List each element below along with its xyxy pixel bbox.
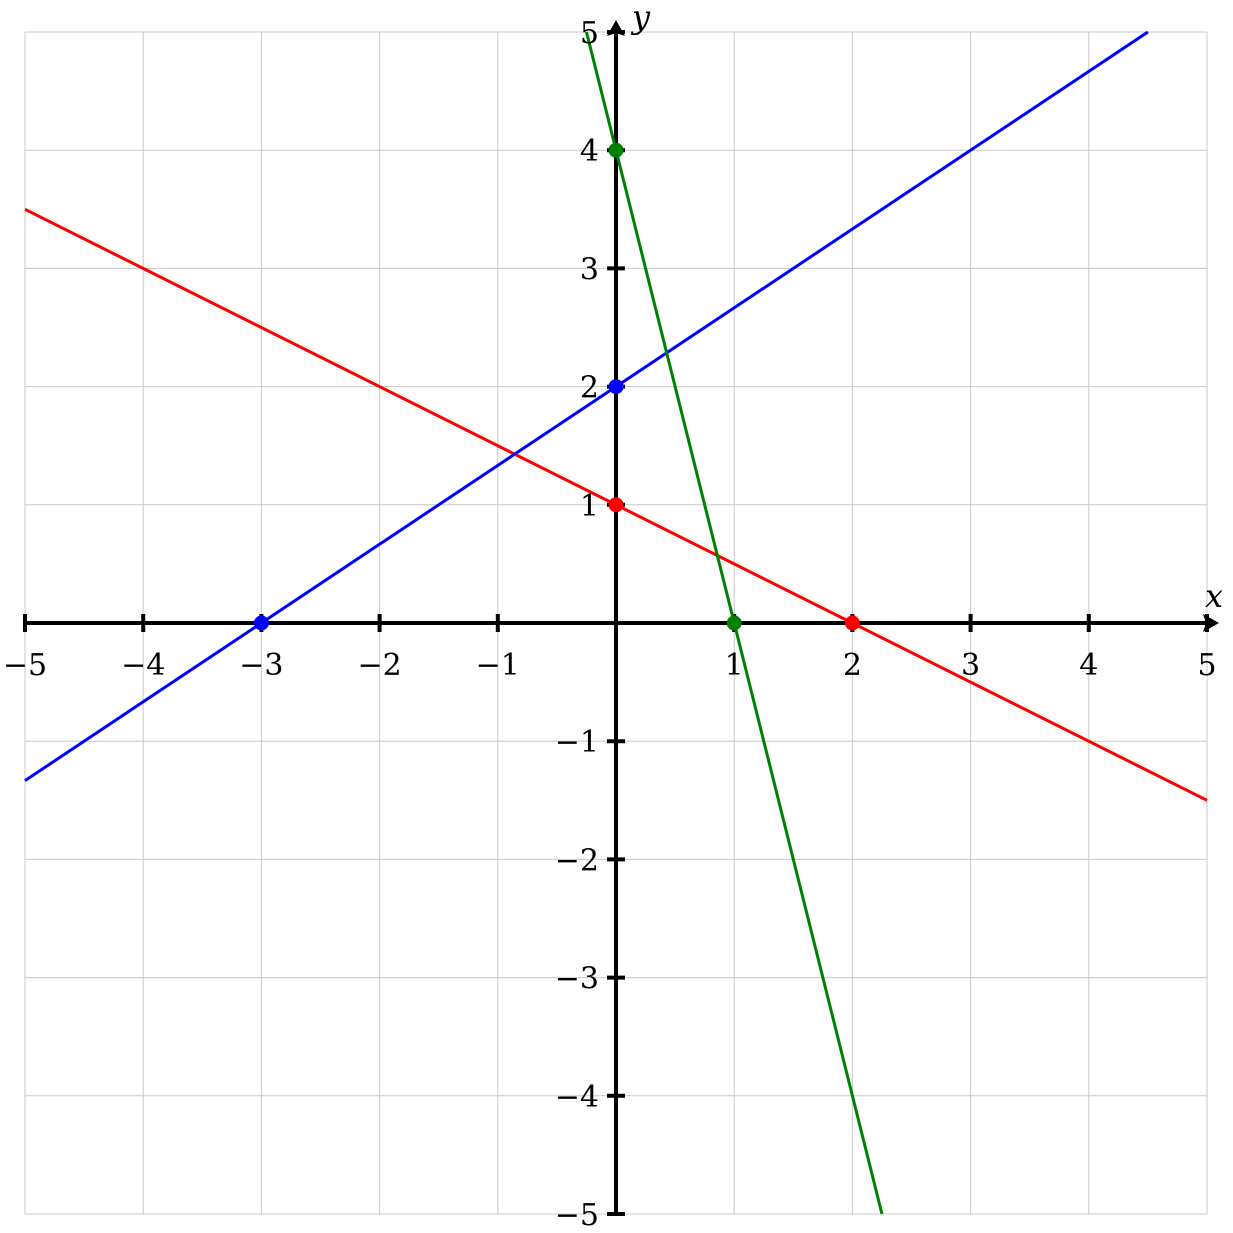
y-tick-label: 3 (580, 252, 599, 287)
data-point-series-2 (253, 615, 269, 631)
x-tick-label: −4 (121, 648, 165, 683)
y-tick-label: −1 (555, 725, 599, 760)
y-axis-title: y (630, 0, 651, 36)
data-point-series-2 (608, 379, 624, 395)
x-tick-label: 5 (1197, 648, 1216, 683)
x-tick-label: 4 (1079, 648, 1098, 683)
axes (23, 20, 1219, 1216)
x-tick-label: −3 (239, 648, 283, 683)
y-tick-label: −3 (555, 962, 599, 997)
y-tick-label: 5 (580, 16, 599, 51)
x-tick-label: 3 (961, 648, 980, 683)
x-tick-label: 1 (725, 648, 744, 683)
y-tick-label: −2 (555, 843, 599, 878)
x-tick-label: −2 (357, 648, 401, 683)
series-line-2 (24, 30, 1149, 782)
x-tick-label: −5 (3, 648, 47, 683)
y-tick-label: −5 (555, 1198, 599, 1233)
x-tick-label: 2 (843, 648, 862, 683)
tick-labels: −5 −4 −3 −2 −1 1 2 3 4 5 −5 −4 −3 −2 −1 1 2 3 4 5 (3, 16, 1217, 1233)
series-group (24, 30, 1208, 1215)
y-tick-label: 1 (580, 489, 599, 524)
data-point-series-3 (608, 142, 624, 158)
data-point-series-1 (844, 615, 860, 631)
y-tick-label: 4 (580, 134, 599, 169)
data-point-series-1 (608, 497, 624, 513)
y-tick-label: −4 (555, 1080, 599, 1115)
x-axis-title: x (1205, 577, 1223, 615)
data-point-series-3 (726, 615, 742, 631)
y-tick-label: 2 (580, 371, 599, 406)
x-tick-label: −1 (476, 648, 520, 683)
